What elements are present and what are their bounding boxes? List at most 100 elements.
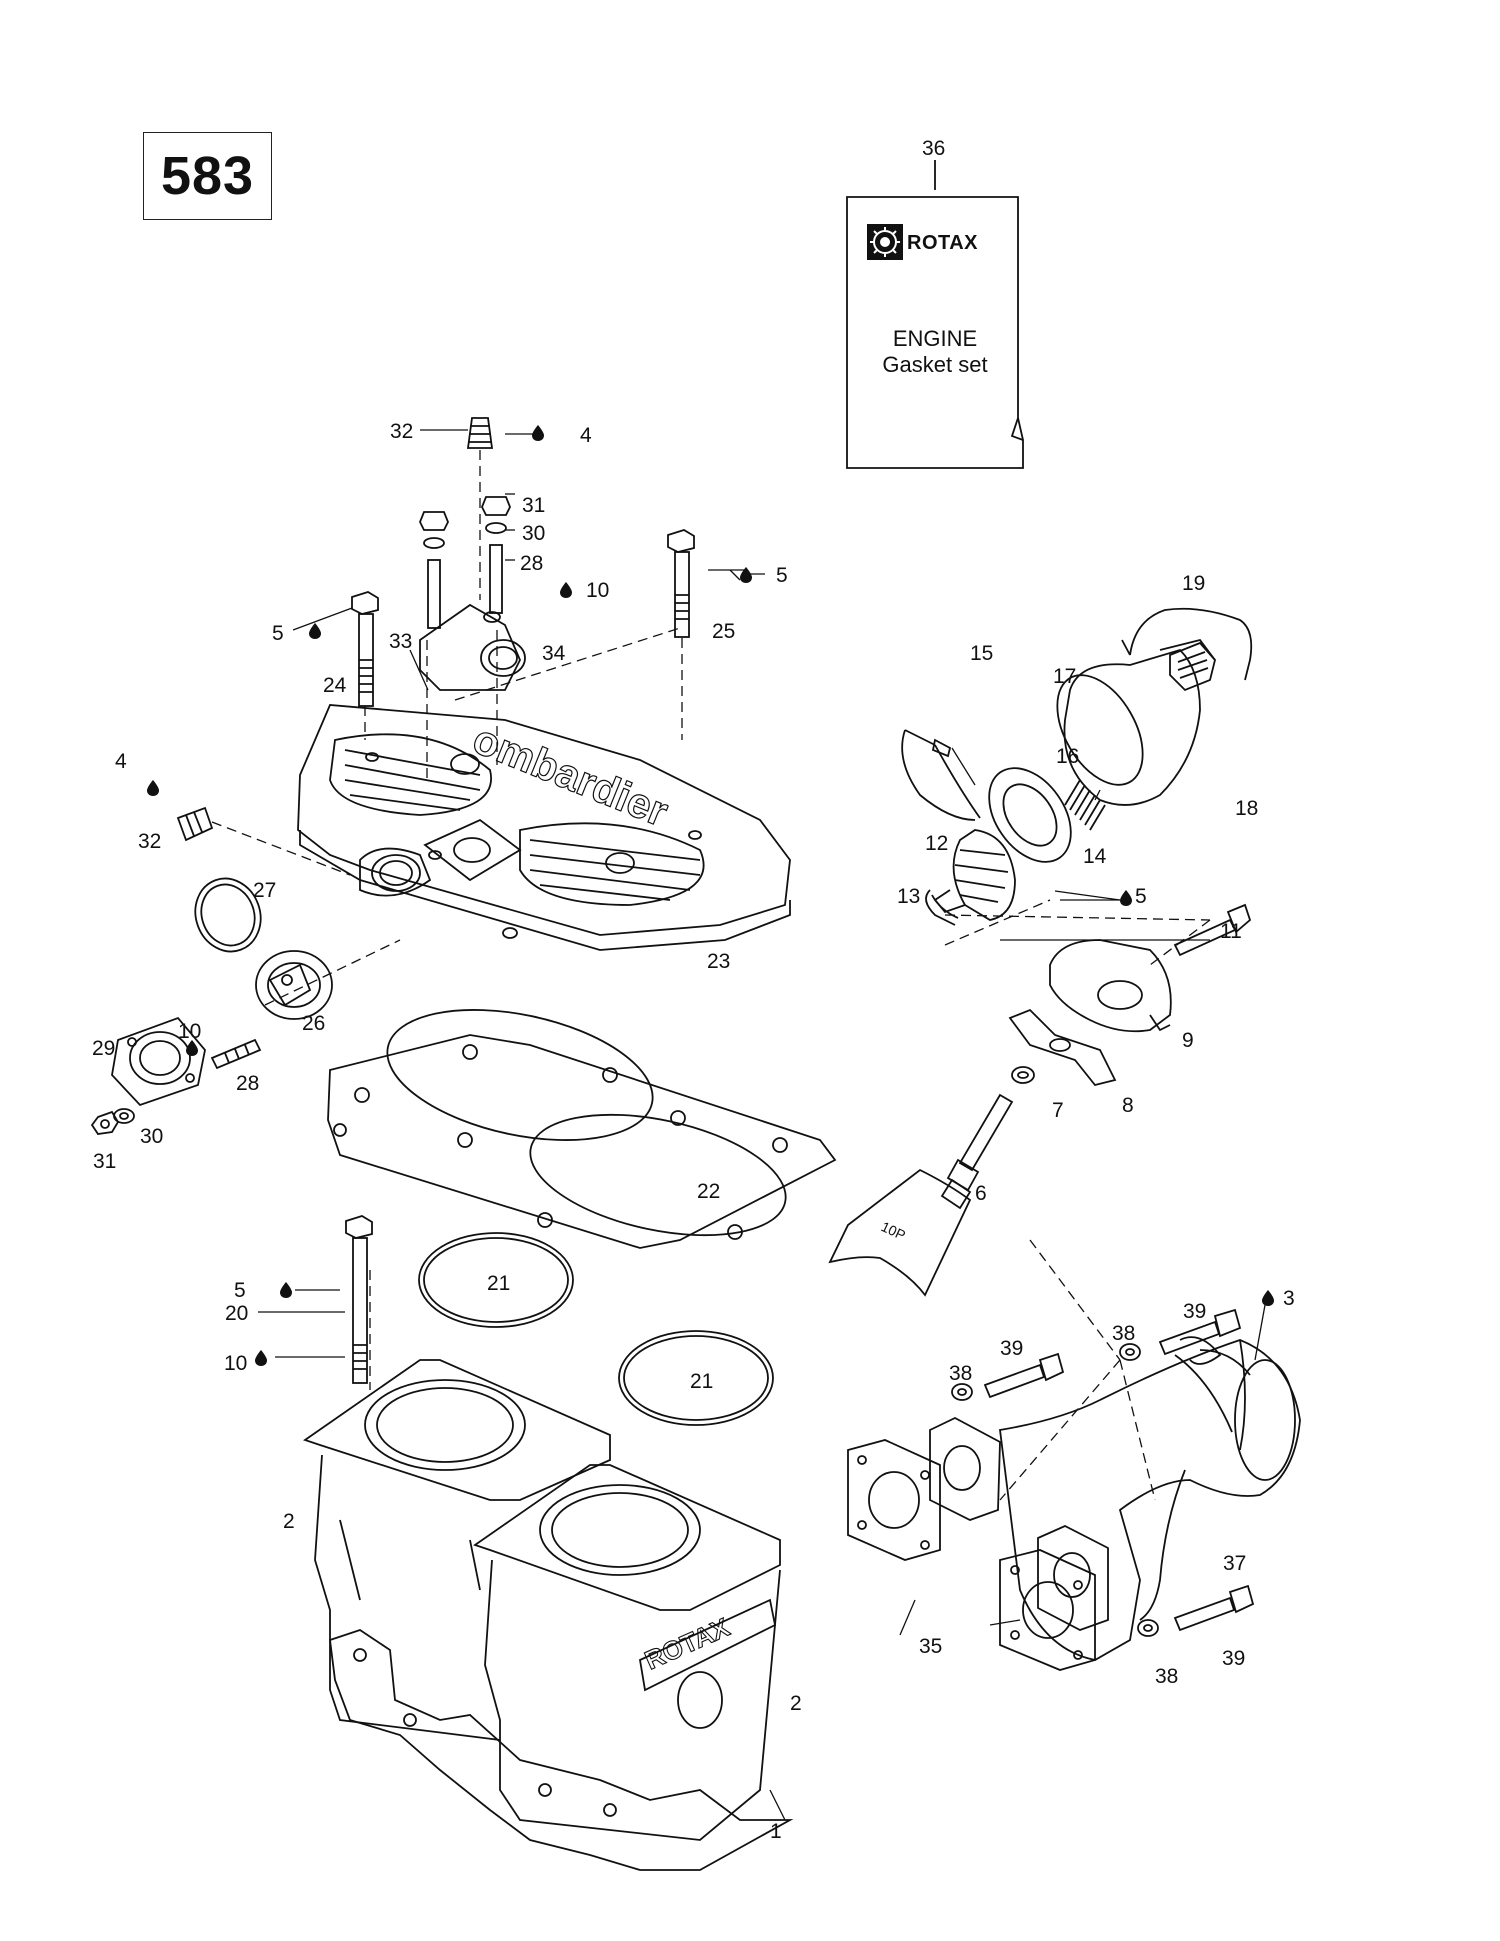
callout-39-left: 39 — [1000, 1337, 1023, 1360]
booklet-brand: ROTAX — [907, 232, 979, 254]
callout-38-mid: 38 — [1112, 1322, 1135, 1345]
cylinder-head-cover: ombardier — [297, 704, 791, 951]
callout-27: 27 — [253, 879, 276, 902]
washer-7 — [1011, 1066, 1035, 1084]
callout-22: 22 — [697, 1180, 720, 1203]
callout-19: 19 — [1182, 572, 1205, 595]
dash-leaders — [211, 450, 1211, 1501]
callout-29: 29 — [92, 1037, 115, 1060]
booklet-title-line2: Gasket set — [882, 352, 988, 377]
callout-4-top: 4 — [580, 424, 592, 447]
cap-18 — [1169, 641, 1216, 692]
gasket-8 — [1008, 1008, 1117, 1087]
callout-12: 12 — [925, 832, 948, 855]
svg-text:ROTAX: ROTAX — [640, 1612, 734, 1676]
callout-25: 25 — [712, 620, 735, 643]
leader-lines — [258, 429, 1266, 1821]
callout-21-lower: 21 — [690, 1370, 713, 1393]
callout-28-left: 28 — [236, 1072, 259, 1095]
callout-11: 11 — [1220, 920, 1242, 943]
engine-model-number: 583 — [160, 146, 255, 206]
callout-2-right: 2 — [790, 1692, 802, 1715]
head-bolt-25 — [667, 529, 695, 638]
callout-10-head: 10 — [586, 579, 609, 602]
callout-10-thermo: 10 — [178, 1020, 201, 1043]
thermostat-26 — [255, 950, 333, 1020]
callout-37: 37 — [1223, 1552, 1246, 1575]
callout-4-left: 4 — [115, 750, 127, 773]
callout-16: 16 — [1056, 745, 1079, 768]
screws-39 — [983, 1308, 1255, 1632]
callout-17: 17 — [1053, 665, 1076, 688]
exhaust-gasket-35a — [847, 1439, 941, 1561]
callout-21-upper: 21 — [487, 1272, 510, 1295]
callout-36: 36 — [922, 137, 945, 160]
callout-10-cyl: 10 — [224, 1352, 247, 1375]
callout-32-left: 32 — [138, 830, 161, 853]
callout-15: 15 — [970, 642, 993, 665]
bleeder-screw-32-top — [466, 417, 494, 449]
callout-34: 34 — [542, 642, 566, 665]
callout-9: 9 — [1182, 1029, 1194, 1052]
o-ring-27 — [194, 877, 262, 953]
thermostat-housing-29 — [111, 1016, 206, 1107]
callout-7: 7 — [1052, 1099, 1064, 1122]
gasket-set-booklet — [846, 160, 1024, 469]
callout-30-left: 30 — [140, 1125, 163, 1148]
callout-31-upper: 31 — [522, 494, 545, 517]
callout-31-left: 31 — [93, 1150, 116, 1173]
callout-3: 3 — [1283, 1287, 1295, 1310]
svg-text:ombardier: ombardier — [467, 715, 675, 836]
spring-37-wire — [1139, 1469, 1186, 1621]
callout-39-mid: 39 — [1183, 1300, 1206, 1323]
spring-16 — [1064, 779, 1106, 831]
cylinder-bolt-20 — [345, 1215, 373, 1384]
rotax-logo-icon — [867, 224, 903, 260]
spring-clip-19 — [1121, 607, 1253, 681]
exhaust-manifold-37 — [998, 1336, 1301, 1661]
callout-6: 6 — [975, 1182, 987, 1205]
o-ring-21b — [618, 1330, 774, 1426]
cylinder-right: ROTAX — [473, 1464, 781, 1841]
callout-2-left: 2 — [283, 1510, 295, 1533]
exhaust-flange-lower — [1037, 1525, 1109, 1631]
callout-5-cyl-bolt: 5 — [234, 1279, 246, 1302]
callout-20: 20 — [225, 1302, 248, 1325]
head-gasket-22 — [327, 1009, 837, 1249]
head-bolt-24 — [351, 591, 379, 707]
callout-13: 13 — [897, 885, 920, 908]
callout-35: 35 — [919, 1635, 942, 1658]
bleeder-screw-32-left — [176, 806, 214, 842]
callout-5-rave: 5 — [1135, 885, 1147, 908]
callout-33: 33 — [389, 630, 412, 653]
booklet-title-line1: ENGINE — [892, 326, 978, 351]
screw-11 — [1173, 903, 1252, 957]
exhaust-gasket-35b — [999, 1549, 1096, 1671]
callout-labels: 1 2 2 3 4 4 5 5 5 5 6 7 8 9 10 10 10 11 … — [92, 137, 1295, 1843]
callout-8: 8 — [1122, 1094, 1134, 1117]
diaphragm-14 — [988, 767, 1072, 863]
callout-38-left: 38 — [949, 1362, 972, 1385]
callout-24: 24 — [323, 674, 347, 697]
callout-32-top: 32 — [390, 420, 413, 443]
callout-5-right-bolt: 5 — [776, 564, 788, 587]
svg-text:10P: 10P — [879, 1218, 908, 1243]
callout-39-lower: 39 — [1222, 1647, 1245, 1670]
callout-14: 14 — [1083, 845, 1107, 868]
stud-28-left — [210, 1038, 262, 1070]
engine-model-label: 583 — [143, 132, 272, 220]
callout-1: 1 — [770, 1820, 782, 1843]
callout-38-lower: 38 — [1155, 1665, 1178, 1688]
exhaust-flange-upper — [929, 1416, 1001, 1521]
elbow-34 — [419, 603, 526, 691]
callout-30-upper: 30 — [522, 522, 545, 545]
spring-clip-15 — [901, 729, 981, 821]
callout-23: 23 — [707, 950, 730, 973]
base-gasket-1 — [329, 1629, 794, 1871]
callout-26: 26 — [302, 1012, 325, 1035]
booklet-content: ROTAX ENGINE Gasket set — [847, 196, 1023, 469]
callout-28-upper: 28 — [520, 552, 543, 575]
clip-13 — [925, 889, 959, 926]
washers-38 — [951, 1343, 1159, 1637]
